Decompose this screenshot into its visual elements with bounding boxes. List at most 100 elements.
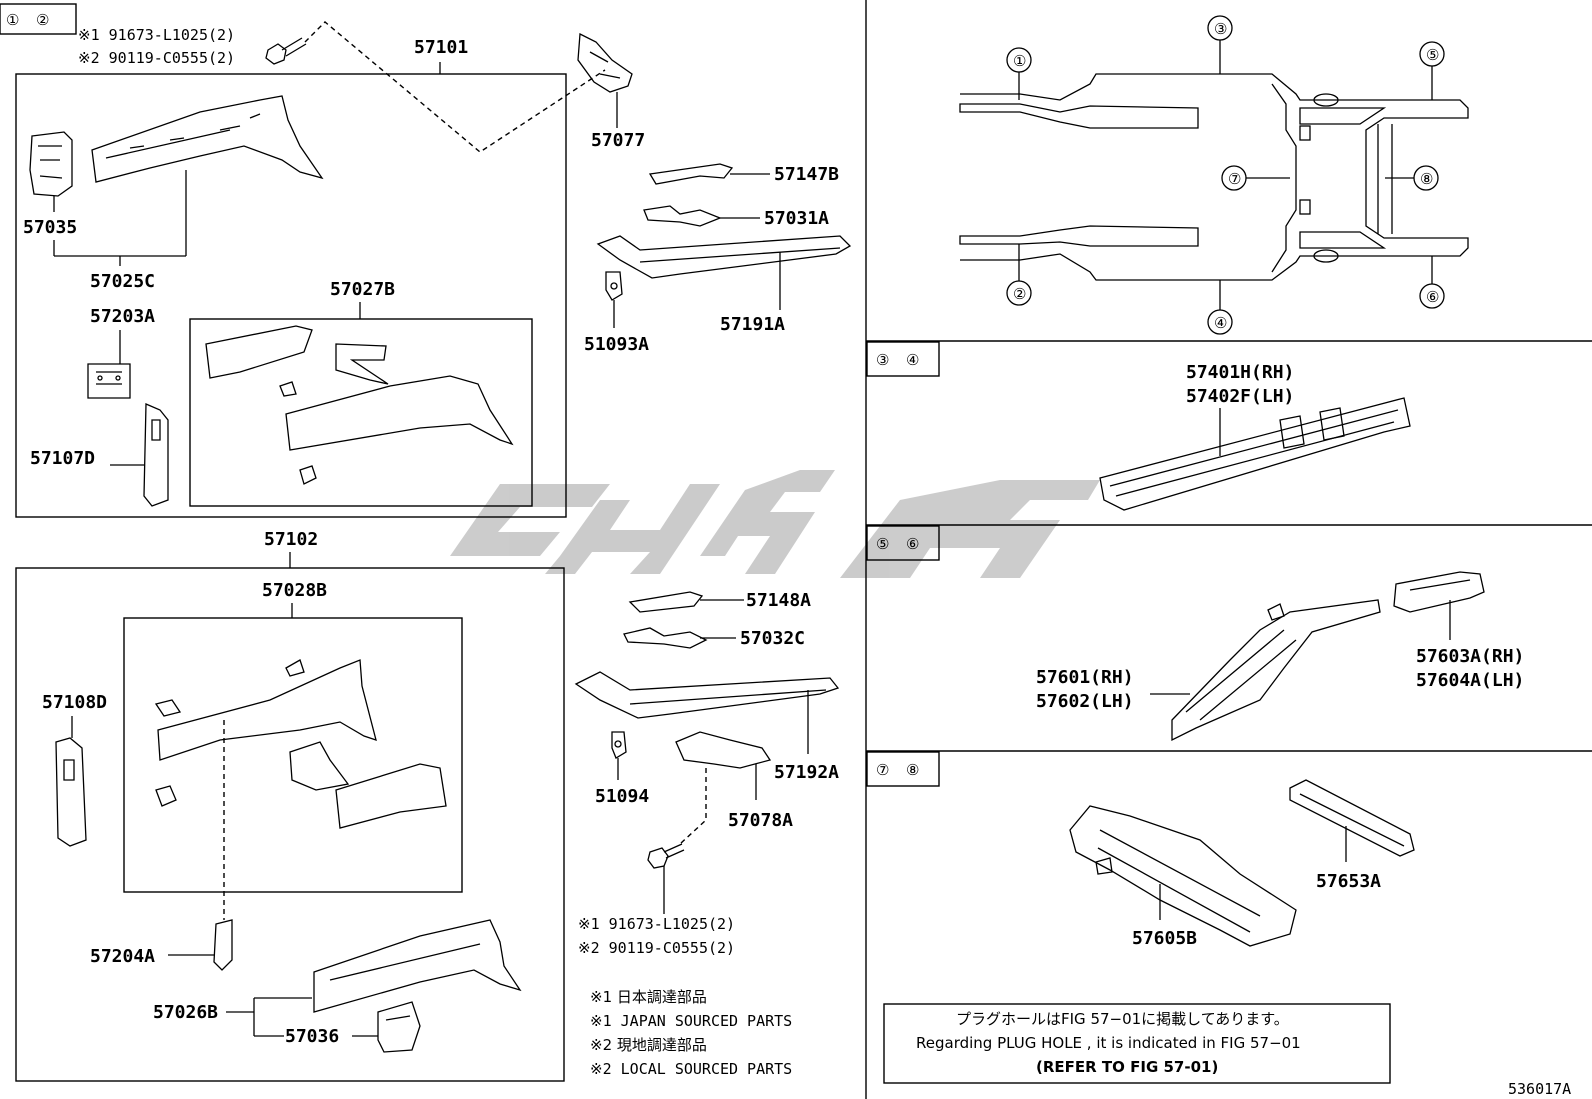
label-57605B: 57605B: [1132, 928, 1197, 949]
label-57035: 57035: [23, 217, 77, 238]
label-57653A: 57653A: [1316, 871, 1381, 892]
label-57601: 57601(RH): [1036, 667, 1134, 688]
dashed-callout-bolt: [679, 768, 707, 845]
label-57192A: 57192A: [774, 762, 839, 783]
label-57036: 57036: [285, 1026, 339, 1047]
plug-hole-en: Regarding PLUG HOLE , it is indicated in…: [916, 1034, 1301, 1052]
label-57603A: 57603A(RH): [1416, 646, 1524, 667]
group-box-57101: [15, 73, 567, 518]
label-57027B: 57027B: [330, 279, 395, 300]
part-57032C: [623, 627, 708, 649]
part-57036: [377, 1001, 421, 1053]
bolt-icon-top: [265, 37, 307, 65]
part-57148A: [628, 591, 704, 613]
key-marker-1: ①: [1013, 52, 1026, 70]
part-57203A: [87, 363, 131, 399]
part-57026B: [313, 919, 522, 1013]
label-57108D: 57108D: [42, 692, 107, 713]
label-57402F: 57402F(LH): [1186, 386, 1294, 407]
group-box-57027B: [189, 318, 533, 507]
key-marker-8: ⑧: [1420, 170, 1433, 188]
tag-circle-7: ⑦: [876, 761, 889, 779]
tag-circle-1: ①: [6, 11, 19, 29]
key-marker-4: ④: [1214, 314, 1227, 332]
plug-hole-jp: プラグホールはFIG 57−01に掲載してあります。: [956, 1010, 1289, 1028]
part-57191A: [596, 235, 852, 279]
group-box-57028B: [123, 617, 463, 893]
sourcing-legend: ※1 日本調達部品 ※1 JAPAN SOURCED PARTS ※2 現地調達…: [590, 988, 792, 1078]
legend-line-2: ※1 JAPAN SOURCED PARTS: [590, 1012, 792, 1030]
section-tag-1-2: ① ②: [0, 3, 77, 35]
part-57078A: [675, 731, 772, 769]
label-57025C: 57025C: [90, 271, 155, 292]
label-51093A: 51093A: [584, 334, 649, 355]
section-tag-7-8: ⑦ ⑧: [866, 751, 940, 787]
label-57078A: 57078A: [728, 810, 793, 831]
part-57107D: [143, 403, 169, 507]
key-marker-2: ②: [1013, 285, 1026, 303]
label-57031A: 57031A: [764, 208, 829, 229]
part-57605B-crossmember: [1069, 805, 1297, 947]
label-57602: 57602(LH): [1036, 691, 1134, 712]
figure-id: 536017A: [1508, 1080, 1571, 1098]
part-57653A: [1289, 779, 1415, 857]
part-57028B-assembly: [154, 659, 447, 829]
label-57204A: 57204A: [90, 946, 155, 967]
label-57101: 57101: [414, 37, 468, 58]
part-57401H-rocker: [1099, 397, 1411, 511]
fastener-bottom-2: ※2 90119-C0555(2): [578, 939, 735, 957]
key-marker-6: ⑥: [1426, 288, 1439, 306]
plug-hole-ref: (REFER TO FIG 57-01): [1036, 1058, 1218, 1076]
tag-circle-4: ④: [906, 351, 919, 369]
part-57025C: [91, 95, 324, 183]
label-57032C: 57032C: [740, 628, 805, 649]
part-57603A: [1393, 571, 1485, 613]
part-57031A: [643, 205, 722, 227]
group-box-57102: [15, 567, 565, 1082]
tag-circle-5: ⑤: [876, 535, 889, 553]
tag-circle-3: ③: [876, 351, 889, 369]
key-marker-3: ③: [1214, 20, 1227, 38]
legend-line-4: ※2 LOCAL SOURCED PARTS: [590, 1060, 792, 1078]
underbody-frame-key: [959, 73, 1469, 281]
label-57203A: 57203A: [90, 306, 155, 327]
section-tag-3-4: ③ ④: [866, 341, 940, 377]
bolt-icon-bottom: [647, 843, 685, 869]
fastener-1: ※1 91673-L1025(2): [78, 26, 235, 44]
plug-hole-note: プラグホールはFIG 57−01に掲載してあります。 Regarding PLU…: [883, 1003, 1391, 1084]
part-57077: [577, 32, 633, 93]
part-57147B: [648, 163, 734, 185]
label-57148A: 57148A: [746, 590, 811, 611]
part-57204A: [213, 919, 233, 971]
label-57604A: 57604A(LH): [1416, 670, 1524, 691]
frame-key-markers: ① ② ③ ④ ⑤ ⑥ ⑦ ⑧: [1006, 15, 1445, 335]
key-marker-7: ⑦: [1228, 170, 1241, 188]
part-57601-rear-side-member: [1171, 599, 1381, 742]
tag-circle-6: ⑥: [906, 535, 919, 553]
part-51094: [611, 731, 627, 759]
label-57102: 57102: [264, 529, 318, 550]
key-marker-5: ⑤: [1426, 46, 1439, 64]
fastener-2: ※2 90119-C0555(2): [78, 49, 235, 67]
tag-circle-2: ②: [36, 11, 49, 29]
part-57035: [29, 131, 73, 197]
watermark-logo: [450, 470, 1100, 578]
fastener-bottom-1: ※1 91673-L1025(2): [578, 915, 735, 933]
part-57027B-assembly: [205, 325, 514, 485]
part-51093A: [605, 271, 623, 301]
section-tag-5-6: ⑤ ⑥: [866, 525, 940, 561]
legend-line-3: ※2 現地調達部品: [590, 1036, 707, 1054]
part-57108D: [55, 737, 87, 847]
page-dividers: [865, 0, 1592, 1099]
label-57147B: 57147B: [774, 164, 839, 185]
label-57026B: 57026B: [153, 1002, 218, 1023]
label-57401H: 57401H(RH): [1186, 362, 1294, 383]
tag-circle-8: ⑧: [906, 761, 919, 779]
part-57192A: [574, 671, 840, 719]
label-57028B: 57028B: [262, 580, 327, 601]
label-57107D: 57107D: [30, 448, 95, 469]
label-57191A: 57191A: [720, 314, 785, 335]
label-51094: 51094: [595, 786, 649, 807]
fastener-note-top: ※1 91673-L1025(2) ※2 90119-C0555(2): [78, 26, 235, 67]
